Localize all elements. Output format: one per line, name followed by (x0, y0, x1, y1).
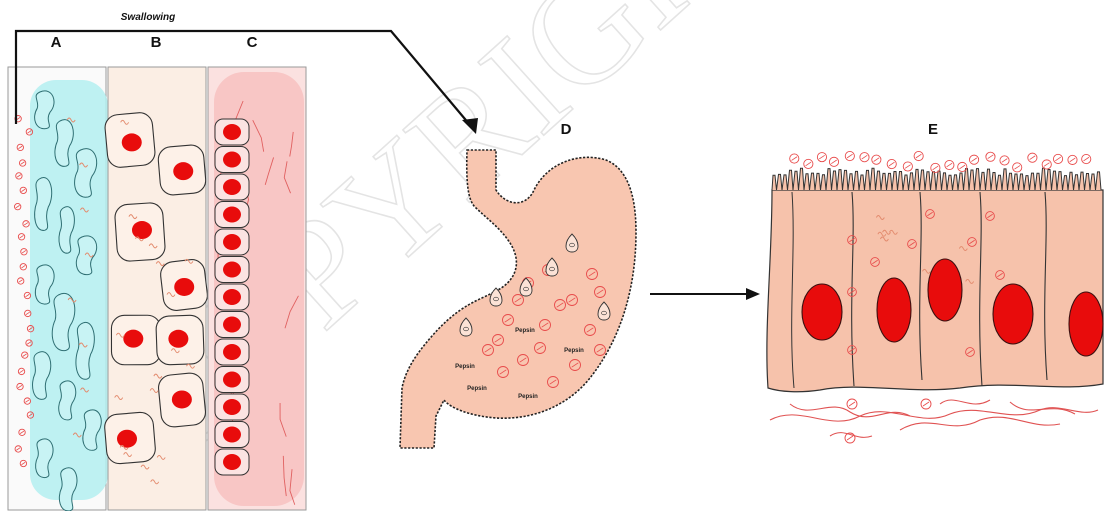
epithelium: E (767, 121, 1103, 443)
label-a: A (51, 34, 62, 51)
label-e: E (928, 121, 938, 138)
nucleus-b (173, 162, 193, 180)
microbe-line (847, 154, 853, 158)
nucleus-c (223, 234, 241, 250)
microbe-line (988, 155, 994, 159)
capillaries (770, 399, 1098, 443)
microbe-line (849, 402, 855, 406)
nucleus-c (223, 427, 241, 443)
swallowing-label: Swallowing (121, 12, 175, 23)
pepsin-label: Pepsin (518, 394, 538, 400)
microbe-line (905, 165, 911, 169)
microbe-line (806, 162, 812, 166)
microbe-line (916, 154, 922, 158)
arrow-head (746, 288, 760, 300)
microbe-line (874, 158, 880, 162)
microbe-line (1002, 159, 1008, 163)
panel-b (104, 67, 209, 510)
microbe-line (1030, 156, 1036, 160)
nucleus-c (223, 124, 241, 140)
epithelial-nucleus (802, 284, 842, 340)
nucleus-c (223, 152, 241, 168)
label-b: B (151, 34, 162, 51)
microbe-line (862, 155, 868, 159)
capillary (900, 417, 1060, 430)
pepsin-label: Pepsin (455, 364, 475, 370)
microvillus-border (772, 168, 1101, 190)
nucleus-c (223, 317, 241, 333)
microbe-line (971, 158, 977, 162)
microbe-line (847, 436, 853, 440)
nucleus-c (223, 372, 241, 388)
microbe-line (1083, 157, 1089, 161)
nucleus-b (117, 430, 137, 448)
label-c: C (247, 34, 258, 51)
panel-a (8, 67, 108, 511)
nucleus-b (168, 330, 188, 348)
epithelial-nucleus (1069, 292, 1103, 356)
microbe-line (923, 402, 929, 406)
microbe-line (831, 160, 837, 164)
nucleus-b (123, 330, 143, 348)
microbe-line (947, 163, 953, 167)
nucleus-c (223, 179, 241, 195)
capillary (790, 404, 910, 417)
nucleus-c (223, 344, 241, 360)
nucleus-c (223, 454, 241, 470)
pepsin-label: Pepsin (515, 328, 535, 334)
microbe-line (1055, 157, 1061, 161)
nucleus-b (172, 390, 192, 408)
epithelial-nucleus (877, 278, 911, 342)
nucleus-c (223, 399, 241, 415)
nucleus-b (122, 133, 142, 151)
nucleus-b (132, 221, 152, 239)
microbe-line (1014, 166, 1020, 170)
capillary (770, 408, 1098, 421)
arrow-to-intestine (650, 288, 760, 300)
microbe-line (1070, 158, 1076, 162)
nucleus-b (174, 278, 194, 296)
epithelial-nucleus (993, 284, 1033, 344)
capillary (940, 400, 990, 404)
label-d: D (561, 121, 572, 138)
microbe-line (819, 155, 825, 159)
cells-panel-c (215, 119, 249, 475)
pepsin-label: Pepsin (467, 386, 487, 392)
epithelial-nucleus (928, 259, 962, 321)
microbe-line (933, 166, 939, 170)
microvilli (772, 168, 1101, 190)
microbe-line (960, 165, 966, 169)
capillary (1010, 402, 1075, 414)
pepsin-label: Pepsin (564, 348, 584, 354)
nucleus-c (223, 289, 241, 305)
microbe-line (792, 157, 798, 161)
nucleus-c (223, 262, 241, 278)
panel-c (208, 67, 306, 510)
microbe-line (889, 162, 895, 166)
microbe-line (1044, 163, 1050, 167)
nucleus-c (223, 207, 241, 223)
